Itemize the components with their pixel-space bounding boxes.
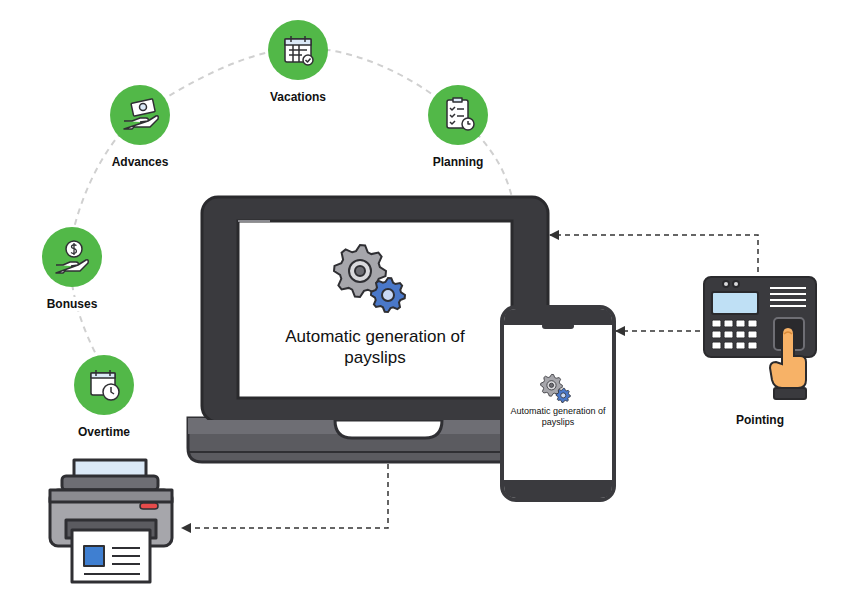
phone-top-bar — [504, 309, 612, 325]
phone-body — [500, 305, 616, 502]
circle-icon — [110, 85, 170, 145]
device-label: Pointing — [700, 413, 820, 427]
category-label: Advances — [109, 155, 172, 169]
laptop-frame — [202, 197, 548, 420]
category-label: Bonuses — [44, 297, 101, 311]
category-circle: Bonuses — [41, 227, 104, 312]
display-glint — [238, 220, 270, 222]
bonuses-icon — [56, 241, 88, 273]
category-label: Overtime — [75, 425, 133, 439]
green-circle — [110, 85, 170, 145]
screen-caption: Automatic generation of payslips — [508, 406, 608, 428]
overtime-icon — [91, 370, 119, 400]
dashed-connector — [616, 330, 700, 332]
print-arrow — [182, 464, 388, 528]
circle-icon — [428, 85, 488, 145]
phone-notch — [542, 323, 574, 329]
green-circle — [74, 355, 134, 415]
gear-icon — [334, 245, 405, 312]
category-circle: Advances — [106, 85, 175, 170]
gear-icon — [541, 374, 571, 402]
printer-illustration — [50, 460, 172, 582]
dashed-connector — [550, 235, 758, 272]
category-label: Vacations — [267, 90, 329, 104]
laptop-screen: Automatic generation of payslips — [200, 195, 550, 420]
screen-caption: Automatic generation of payslips — [285, 326, 465, 368]
category-circle: Vacations — [264, 20, 333, 105]
time-clock-illustration — [700, 272, 820, 404]
time-clock: Pointing — [700, 272, 820, 434]
circle-icon — [42, 227, 102, 287]
phone-screen: Automatic generation of payslips — [500, 305, 616, 502]
green-circle — [428, 85, 488, 145]
category-label: Planning — [430, 155, 487, 169]
gear-group — [334, 245, 405, 312]
green-circle — [268, 20, 328, 80]
phone-frame — [502, 307, 614, 500]
laptop-display — [238, 221, 512, 398]
circle-icon — [74, 355, 134, 415]
vacations-icon — [285, 36, 313, 65]
green-circle — [42, 227, 102, 287]
category-circle: Overtime — [72, 355, 137, 440]
category-circle: Planning — [427, 85, 490, 170]
circle-icon — [268, 20, 328, 80]
advances-icon — [124, 99, 158, 129]
gear-group — [541, 374, 571, 402]
phone-bottom-bar — [504, 480, 612, 498]
laptop-lid — [200, 195, 550, 420]
planning-icon — [447, 98, 474, 130]
